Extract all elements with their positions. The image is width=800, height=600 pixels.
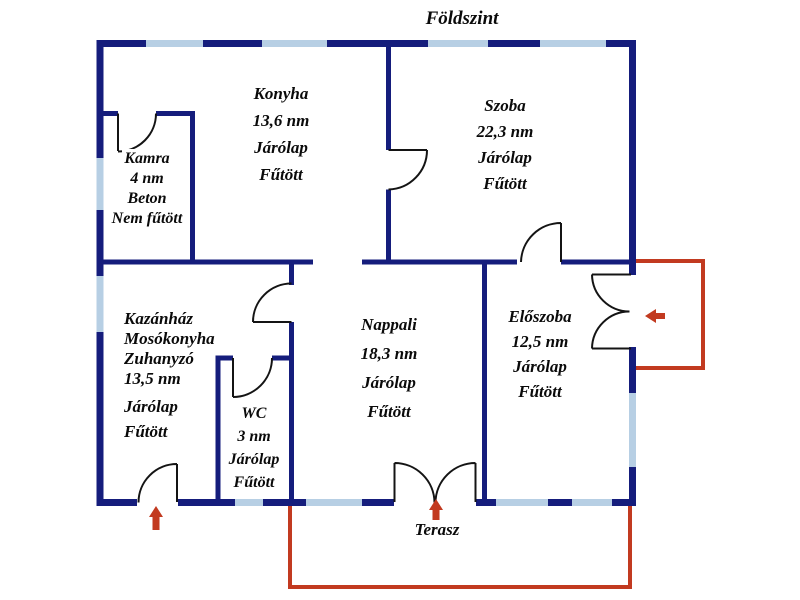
room-area: 22,3 nm <box>474 119 536 145</box>
room-name: Előszoba <box>506 304 574 329</box>
room-label-wc: WC 3 nm Járólap Fűtött <box>215 402 293 494</box>
room-name: WC <box>239 402 269 425</box>
door-wc <box>232 357 273 398</box>
room-label-kazanhaz: Kazánház Mosókonyha Zuhanyzó 13,5 nm Jár… <box>122 309 272 444</box>
room-floor: Járólap <box>252 134 310 161</box>
entry-porch-outline <box>635 259 705 370</box>
room-heating: Fűtött <box>122 419 170 444</box>
room-area: 13,5 nm <box>122 369 183 389</box>
room-name: Kazánház <box>122 309 195 329</box>
room-heating: Nem fűtött <box>109 209 185 229</box>
room-label-szoba: Szoba 22,3 nm Járólap Fűtött <box>444 93 566 197</box>
door-konyha-szoba <box>388 149 428 191</box>
room-floor: Járólap <box>226 448 282 471</box>
room-name3: Zuhanyzó <box>122 349 196 369</box>
room-name: Konyha <box>251 80 311 107</box>
room-name: Terasz <box>412 520 462 540</box>
room-label-eloszoba: Előszoba 12,5 nm Járólap Fűtött <box>479 304 601 404</box>
terrace-outline <box>288 504 632 589</box>
room-floor: Beton <box>125 189 169 209</box>
kazanhaz-entry-arrow-icon <box>149 506 163 530</box>
room-name: Szoba <box>482 93 528 119</box>
room-area: 3 nm <box>235 425 273 448</box>
room-floor: Járólap <box>511 354 569 379</box>
room-heating: Fűtött <box>516 379 564 404</box>
room-floor: Járólap <box>122 394 180 419</box>
room-heating: Fűtött <box>257 161 305 188</box>
room-floor: Járólap <box>360 368 418 397</box>
door-szoba-eloszoba <box>520 222 562 263</box>
room-name2: Mosókonyha <box>122 329 217 349</box>
room-area: 13,6 nm <box>250 107 312 134</box>
door-kazanhaz-entrance <box>137 463 178 503</box>
floor-title: Földszint <box>425 8 499 29</box>
room-name: Nappali <box>359 310 419 339</box>
room-area: 12,5 nm <box>509 329 571 354</box>
interior-walls <box>96 40 636 505</box>
windows <box>96 40 636 506</box>
room-label-konyha: Konyha 13,6 nm Járólap Fűtött <box>220 80 342 188</box>
room-label-kamra: Kamra 4 nm Beton Nem fűtött <box>94 149 200 229</box>
room-label-nappali: Nappali 18,3 nm Járólap Fűtött <box>328 310 450 426</box>
room-name: Kamra <box>122 149 172 169</box>
room-area: 18,3 nm <box>358 339 420 368</box>
room-heating: Fűtött <box>365 397 413 426</box>
terrace-entry-arrow-icon <box>429 499 443 523</box>
entrance-double-door <box>591 273 631 350</box>
room-heating: Fűtött <box>231 471 277 494</box>
entrance-arrow-icon <box>645 309 665 323</box>
room-heating: Fűtött <box>481 171 529 197</box>
door-nappali-kazanhaz <box>252 282 292 323</box>
room-label-terasz: Terasz <box>387 520 487 540</box>
room-area: 4 nm <box>128 169 166 189</box>
room-floor: Járólap <box>476 145 534 171</box>
door-kamra <box>117 113 157 153</box>
terrace-double-door <box>393 462 477 503</box>
